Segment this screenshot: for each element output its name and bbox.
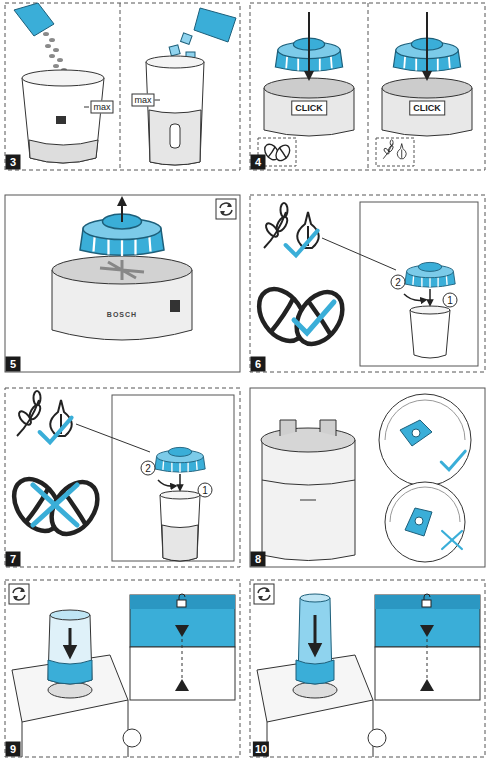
- max-mark: max: [131, 94, 154, 107]
- callout-number: 2: [141, 461, 156, 476]
- step-number: 9: [6, 742, 21, 757]
- callout-number: 1: [443, 293, 458, 308]
- step-number: 4: [251, 155, 266, 170]
- brand-name: BOSCH: [106, 311, 138, 318]
- step-number: 3: [6, 155, 21, 170]
- callout-number: 1: [198, 483, 213, 498]
- step-number: 5: [6, 357, 21, 372]
- callout-number: 2: [391, 275, 406, 290]
- step-number: 8: [251, 552, 266, 567]
- step-number: 10: [253, 742, 269, 757]
- click-callout: CLICK: [291, 101, 327, 116]
- step-number: 6: [251, 357, 266, 372]
- step-number: 7: [6, 552, 21, 567]
- click-callout: CLICK: [409, 101, 445, 116]
- max-mark: max: [90, 101, 113, 114]
